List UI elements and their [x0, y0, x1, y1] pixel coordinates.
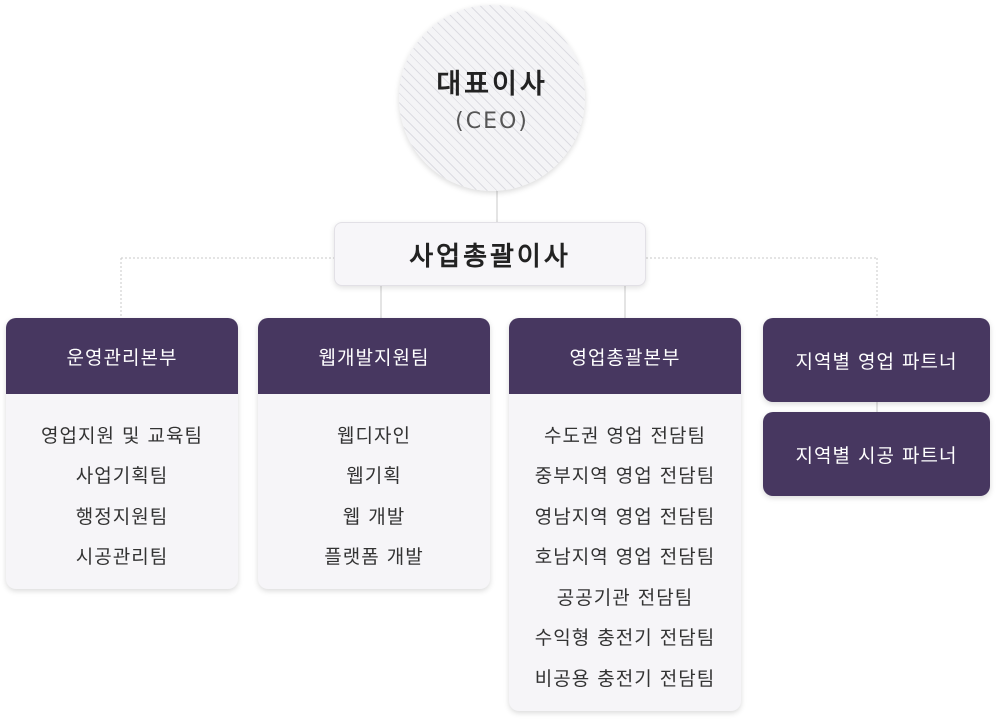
team-item: 공공기관 전담팀 — [556, 586, 694, 609]
ceo-subtitle: (CEO) — [455, 109, 529, 134]
team-item: 플랫폼 개발 — [324, 546, 424, 569]
team-item: 수도권 영업 전담팀 — [544, 424, 706, 447]
team-item: 웹디자인 — [337, 424, 411, 447]
dept-header: 웹개발지원팀 — [258, 318, 490, 394]
team-item: 행정지원팀 — [75, 505, 169, 528]
team-item: 시공관리팀 — [75, 546, 169, 569]
partner-sales: 지역별 영업 파트너 — [763, 318, 990, 402]
dept-team-list: 수도권 영업 전담팀 중부지역 영업 전담팀 영남지역 영업 전담팀 호남지역 … — [509, 394, 741, 698]
team-item: 웹 개발 — [342, 505, 406, 528]
dept-web-dev: 웹개발지원팀 웹디자인 웹기획 웹 개발 플랫폼 개발 — [258, 318, 490, 589]
team-item: 중부지역 영업 전담팀 — [534, 465, 716, 488]
team-item: 비공용 충전기 전담팀 — [534, 667, 716, 690]
team-item: 영남지역 영업 전담팀 — [534, 505, 716, 528]
dept-operations: 운영관리본부 영업지원 및 교육팀 사업기획팀 행정지원팀 시공관리팀 — [6, 318, 238, 589]
dept-team-list: 영업지원 및 교육팀 사업기획팀 행정지원팀 시공관리팀 — [6, 394, 238, 576]
ceo-node: 대표이사 (CEO) — [399, 5, 585, 191]
team-item: 웹기획 — [346, 465, 402, 488]
team-item: 수익형 충전기 전담팀 — [534, 627, 716, 650]
dept-sales: 영업총괄본부 수도권 영업 전담팀 중부지역 영업 전담팀 영남지역 영업 전담… — [509, 318, 741, 711]
partner-construction: 지역별 시공 파트너 — [763, 412, 990, 496]
director-node: 사업총괄이사 — [334, 222, 646, 286]
dept-header: 운영관리본부 — [6, 318, 238, 394]
team-item: 영업지원 및 교육팀 — [41, 424, 203, 447]
ceo-title: 대표이사 — [436, 69, 548, 100]
dept-header: 영업총괄본부 — [509, 318, 741, 394]
team-item: 사업기획팀 — [75, 465, 169, 488]
dept-team-list: 웹디자인 웹기획 웹 개발 플랫폼 개발 — [258, 394, 490, 576]
team-item: 호남지역 영업 전담팀 — [534, 546, 716, 569]
